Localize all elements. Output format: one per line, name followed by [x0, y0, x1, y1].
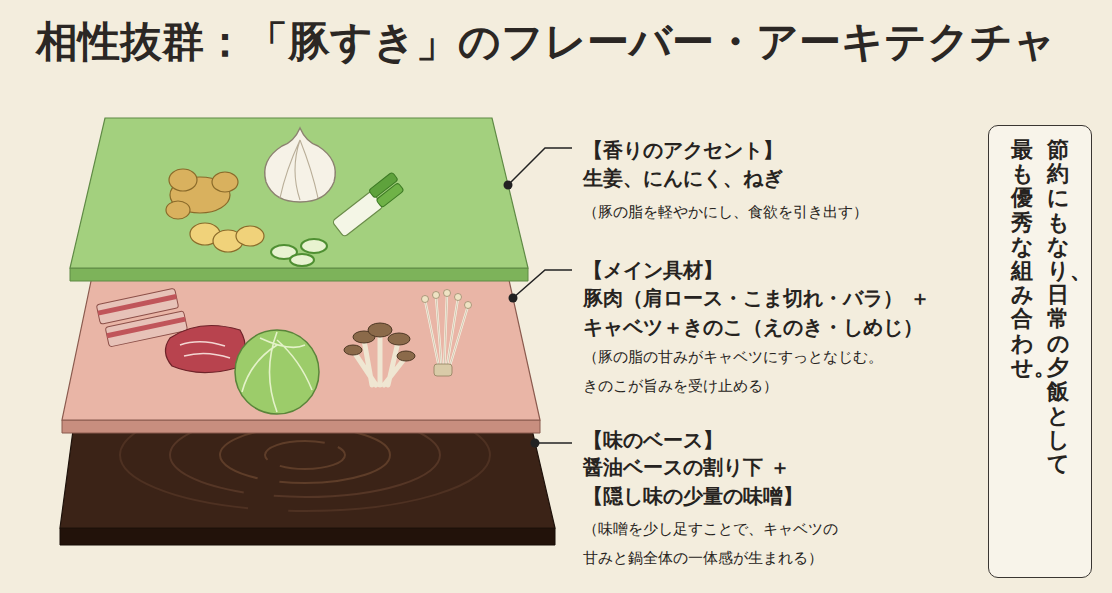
vertical-text-column: 最も優秀な組み合わせ。: [1011, 138, 1033, 380]
ginger-slice: [236, 226, 264, 246]
bacon-stripe: [98, 294, 177, 316]
mushroom-cap: [344, 345, 362, 355]
layer-ingredients: 醤油ベースの割り下 ＋【隠し味の少量の味噌】: [583, 453, 845, 511]
main-plate: [62, 262, 540, 433]
leader-line: [513, 270, 572, 298]
leek-rings: [271, 239, 327, 266]
layer-ingredients: 豚肉（肩ロース・こま切れ・バラ） ＋キャベツ＋きのこ（えのき・しめじ）: [583, 284, 975, 342]
layer-note: （豚の脂を軽やかにし、食欲を引き出す）: [583, 198, 868, 227]
leader-lines: [504, 148, 573, 448]
leader-dot: [531, 439, 540, 448]
diagram-title: 相性抜群：「豚すき」のフレーバー・アーキテクチャ: [36, 14, 1056, 70]
leader-line: [508, 148, 572, 185]
garlic-clove-line: [280, 140, 318, 200]
broth-swirl: [220, 427, 390, 483]
leek-white: [332, 191, 384, 238]
aroma-plate: [70, 118, 528, 281]
cabbage-vein: [242, 332, 312, 412]
enoki-cap: [422, 296, 429, 303]
leader-line: [535, 442, 572, 444]
plate-top: [62, 262, 540, 420]
cabbage-head: [235, 330, 319, 414]
enoki-outline: [425, 294, 468, 372]
enoki-cap: [465, 302, 472, 309]
leek-leaf: [376, 183, 404, 208]
plate-front: [62, 420, 540, 433]
ginger-knob: [166, 201, 190, 219]
leek-ring: [301, 239, 327, 253]
broth-swirl: [265, 441, 345, 469]
pork-loin: [165, 326, 245, 373]
ginger: [166, 169, 264, 252]
summary-box: 節約にもなり、日常の夕飯として最も優秀な組み合わせ。: [988, 125, 1092, 578]
layer-heading: 【香りのアクセント】: [583, 136, 783, 164]
layer-ingredients: 生姜、にんにく、ねぎ: [583, 164, 783, 193]
layer-note: （豚の脂の甘みがキャベツにすっとなじむ。 きのこが旨みを受け止める）: [583, 343, 905, 401]
vertical-text-column: 節約にもなり、日常の夕飯として: [1047, 138, 1069, 477]
shimeji-mushroom: [344, 323, 415, 385]
cabbage: [235, 330, 319, 414]
ginger-knob: [169, 169, 197, 191]
mushroom-cap: [368, 323, 392, 337]
layer-note: （味噌を少し足すことで、キャベツの 甘みと鍋全体の一体感が生まれる）: [583, 515, 858, 573]
meat-slice: [165, 326, 245, 373]
garlic-bulb: [265, 128, 336, 202]
layer-heading: 【味のベース】: [583, 426, 723, 454]
plate-front: [60, 528, 555, 545]
plate-top: [70, 118, 528, 268]
garlic: [265, 128, 336, 202]
leader-dot: [504, 181, 513, 190]
enoki-cap: [433, 292, 440, 299]
mushroom-cap: [388, 333, 410, 345]
enoki-cap: [444, 290, 451, 297]
leader-dot: [509, 294, 518, 303]
enoki-stems: [425, 294, 468, 372]
enoki-cap: [455, 294, 462, 301]
leek: [331, 172, 406, 237]
mushroom-cap: [397, 351, 415, 361]
layer-heading: 【メイン具材】: [583, 256, 723, 284]
enoki-mushroom: [422, 290, 472, 377]
meat-marbling: [180, 342, 230, 358]
plate-front: [70, 268, 528, 281]
leek-ring: [290, 254, 314, 266]
ginger-knob: [212, 172, 238, 192]
enoki-base: [434, 364, 452, 376]
